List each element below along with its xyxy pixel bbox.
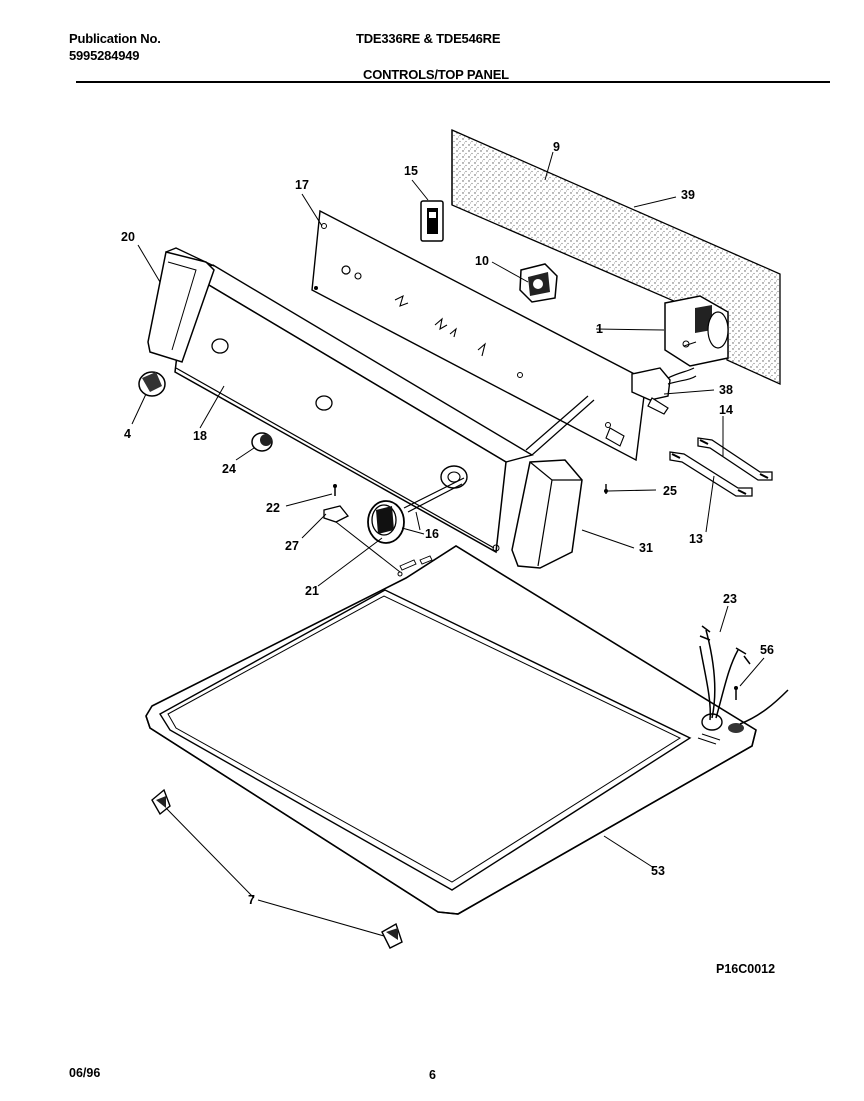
callout-13: 13 — [689, 532, 703, 546]
screw-22 — [333, 484, 337, 496]
header-rule — [76, 81, 830, 83]
publication-label: Publication No. — [69, 31, 161, 46]
top-panel-53 — [145, 545, 757, 915]
wire-strap-13 — [669, 451, 753, 497]
switch-part — [420, 200, 444, 242]
rear-cover-panel — [451, 129, 781, 386]
screw-56 — [734, 686, 738, 700]
wire-strap-14 — [697, 437, 773, 481]
timer-knob-21 — [367, 500, 405, 544]
publication-number: 5995284949 — [69, 48, 140, 63]
wire-harness-23 — [699, 625, 789, 725]
hinge-clip-upper — [151, 788, 171, 816]
callout-56: 56 — [760, 643, 774, 657]
callout-31: 31 — [639, 541, 653, 555]
knob-insert-24 — [251, 432, 273, 452]
push-switch-part — [519, 263, 558, 303]
callout-1: 1 — [596, 322, 603, 336]
clip-27 — [323, 505, 350, 523]
leader-lines — [131, 151, 765, 937]
callout-39: 39 — [681, 188, 695, 202]
callout-25: 25 — [663, 484, 677, 498]
callout-23: 23 — [723, 592, 737, 606]
hinge-clip-lower — [381, 922, 403, 949]
section-title: CONTROLS/TOP PANEL — [363, 67, 509, 82]
screw-25 — [604, 484, 608, 494]
callout-9: 9 — [553, 140, 560, 154]
callout-15: 15 — [404, 164, 418, 178]
right-end-cap — [511, 459, 583, 569]
callout-10: 10 — [475, 254, 489, 268]
callout-4: 4 — [124, 427, 131, 441]
knob-4 — [138, 371, 166, 397]
callout-27: 27 — [285, 539, 299, 553]
timer-part — [664, 295, 729, 367]
callout-17: 17 — [295, 178, 309, 192]
callout-21: 21 — [305, 584, 319, 598]
callout-labels: 9 39 15 17 10 1 38 14 13 20 4 18 24 22 2… — [121, 140, 775, 976]
callout-22: 22 — [266, 501, 280, 515]
footer-date: 06/96 — [69, 1066, 101, 1080]
control-panel-backplate — [311, 209, 647, 462]
footer-page-number: 6 — [429, 1068, 436, 1082]
callout-38: 38 — [719, 383, 733, 397]
callout-16: 16 — [425, 527, 439, 541]
callout-18: 18 — [193, 429, 207, 443]
terminal-bracket-part — [631, 367, 697, 415]
left-end-cap — [147, 247, 215, 363]
figure-code: P16C0012 — [716, 962, 775, 976]
front-console-panel — [174, 264, 595, 554]
callout-20: 20 — [121, 230, 135, 244]
callout-7: 7 — [248, 893, 255, 907]
callout-14: 14 — [719, 403, 733, 417]
callout-53: 53 — [651, 864, 665, 878]
callout-24: 24 — [222, 462, 236, 476]
model-numbers: TDE336RE & TDE546RE — [356, 31, 501, 46]
